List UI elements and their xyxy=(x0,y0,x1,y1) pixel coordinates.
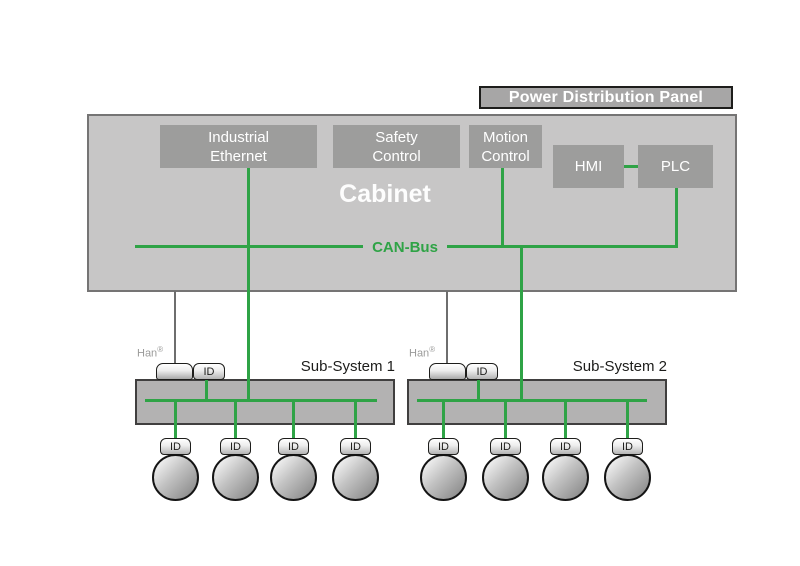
device-id-label: ID xyxy=(288,440,299,453)
han-id-connector-1: ID xyxy=(193,363,225,380)
han-id-connector-2-label: ID xyxy=(476,365,488,378)
subsystem2-bus-line xyxy=(417,399,647,402)
cabinet-title: Cabinet xyxy=(339,180,431,208)
han-brand-text-2: Han xyxy=(409,347,430,360)
subsystem2-bar xyxy=(407,379,667,425)
module-safety-control: Safety Control xyxy=(333,125,460,168)
wire-plc-to-canbus xyxy=(675,188,678,248)
subsystem1-bar xyxy=(135,379,395,425)
device-id-label: ID xyxy=(500,440,511,453)
module-motion-control-line2: Control xyxy=(481,147,530,165)
han-brand-label-2: Han® xyxy=(409,345,435,360)
device-motor xyxy=(270,454,317,501)
han-registered-mark-1: ® xyxy=(157,345,164,354)
module-safety-control-line1: Safety xyxy=(375,128,418,146)
module-hmi: HMI xyxy=(553,145,624,188)
device-id-label: ID xyxy=(170,440,181,453)
device-motor xyxy=(152,454,199,501)
device-id-tag: ID xyxy=(490,438,521,455)
wire-sub2-device2 xyxy=(504,399,507,440)
module-plc-label: PLC xyxy=(660,158,691,175)
power-wire-subsystem2 xyxy=(446,291,448,364)
wire-sub2-device1 xyxy=(442,399,445,440)
han-id-connector-2: ID xyxy=(466,363,498,380)
subsystem2-label: Sub-System 2 xyxy=(572,358,667,375)
wire-sub2-device3 xyxy=(564,399,567,440)
han-power-connector-1 xyxy=(156,363,193,380)
device-motor xyxy=(212,454,259,501)
device-id-tag: ID xyxy=(220,438,251,455)
device-id-tag: ID xyxy=(160,438,191,455)
han-brand-text-1: Han xyxy=(137,347,158,360)
power-distribution-panel-text: Power Distribution Panel xyxy=(508,88,704,106)
wire-hmi-plc xyxy=(624,165,638,168)
han-power-connector-2 xyxy=(429,363,466,380)
wire-sub1-device3 xyxy=(292,399,295,440)
wire-sub1-device1 xyxy=(174,399,177,440)
device-id-tag: ID xyxy=(550,438,581,455)
device-id-tag: ID xyxy=(612,438,643,455)
can-bus-line-right xyxy=(447,245,677,248)
wire-sub1-device4 xyxy=(354,399,357,440)
device-id-label: ID xyxy=(622,440,633,453)
can-bus-label: CAN-Bus xyxy=(372,239,438,256)
wire-sub2-device4 xyxy=(626,399,629,440)
wire-motion-to-canbus xyxy=(501,168,504,248)
device-motor xyxy=(542,454,589,501)
wire-sub1-device2 xyxy=(234,399,237,440)
module-industrial-ethernet-line1: Industrial xyxy=(208,128,269,146)
module-motion-control-line1: Motion xyxy=(482,128,529,146)
han-id-connector-1-label: ID xyxy=(203,365,215,378)
power-distribution-panel-label: Power Distribution Panel xyxy=(479,86,733,109)
subsystem1-bus-line xyxy=(145,399,377,402)
module-motion-control: Motion Control xyxy=(469,125,542,168)
subsystem1-label: Sub-System 1 xyxy=(300,358,395,375)
device-id-tag: ID xyxy=(278,438,309,455)
module-industrial-ethernet: Industrial Ethernet xyxy=(160,125,317,168)
module-safety-control-line2: Control xyxy=(372,147,421,165)
module-hmi-label: HMI xyxy=(574,158,603,175)
device-id-tag: ID xyxy=(340,438,371,455)
wire-idconn1-to-bus xyxy=(205,379,208,400)
module-industrial-ethernet-line2: Ethernet xyxy=(210,147,267,165)
power-wire-subsystem1 xyxy=(174,291,176,364)
wire-idconn2-to-bus xyxy=(477,379,480,400)
wire-canbus-to-subsystem2 xyxy=(520,245,523,402)
device-motor xyxy=(420,454,467,501)
device-motor xyxy=(604,454,651,501)
device-id-label: ID xyxy=(230,440,241,453)
device-id-label: ID xyxy=(560,440,571,453)
han-brand-label-1: Han® xyxy=(137,345,163,360)
device-id-label: ID xyxy=(438,440,449,453)
wire-ethernet-to-subsystem1 xyxy=(247,168,250,402)
device-motor xyxy=(482,454,529,501)
device-id-tag: ID xyxy=(428,438,459,455)
device-id-label: ID xyxy=(350,440,361,453)
han-registered-mark-2: ® xyxy=(429,345,436,354)
device-motor xyxy=(332,454,379,501)
module-plc: PLC xyxy=(638,145,713,188)
